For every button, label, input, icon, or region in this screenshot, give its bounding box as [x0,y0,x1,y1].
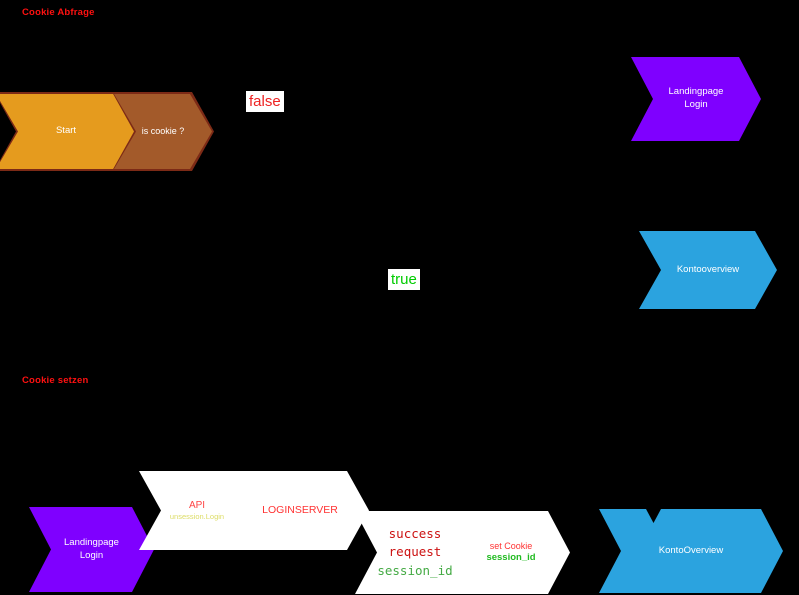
node-start: Start [0,92,138,171]
node-is-cookie-label: is cookie ? [141,126,185,137]
node-success-request: success request session_id [355,511,475,594]
node-landingpage-login-top: Landingpage Login [631,57,761,141]
node-success-request-line1: success [388,526,442,542]
node-api: API unsession.Login [139,471,255,550]
node-kontooverview-top: Kontooverview [639,231,777,309]
node-kontooverview-top-label: Kontooverview [676,263,740,275]
edge-label-false: false [246,91,284,112]
node-landingpage-login-top-label-line1: Landingpage [668,86,724,98]
node-kontooverview-top-shape [639,231,777,309]
node-start-label: Start [55,125,77,137]
node-success-request-line2: request [388,544,442,560]
section-label-cookie-abfrage: Cookie Abfrage [22,7,95,18]
node-kontooverview-bottom: KontoOverview [599,509,783,593]
node-set-cookie-line2: session_id [486,552,536,564]
node-success-request-line3: session_id [377,562,453,578]
node-set-cookie: set Cookie session_id [452,511,570,594]
node-set-cookie-line1: set Cookie [489,541,533,552]
section-label-cookie-setzen: Cookie setzen [22,375,89,386]
node-kontooverview-bottom-label: KontoOverview [658,544,724,556]
node-api-subtitle: unsession.Login [169,512,225,522]
node-loginserver: LOGINSERVER [231,471,369,550]
node-api-title: API [188,499,206,511]
node-loginserver-label: LOGINSERVER [262,504,338,517]
node-kontooverview-bottom-shape [599,509,783,593]
node-start-shape [0,94,136,169]
node-loginserver-shape [231,471,369,550]
node-landingpage-login-bottom: Landingpage Login [29,507,154,592]
node-is-cookie: is cookie ? [112,92,214,171]
node-landingpage-login-bottom-label-line2: Login [79,549,104,561]
node-landingpage-login-bottom-label-line1: Landingpage [64,536,119,548]
edge-label-true: true [388,269,420,290]
node-landingpage-login-top-label-line2: Login [684,99,708,110]
